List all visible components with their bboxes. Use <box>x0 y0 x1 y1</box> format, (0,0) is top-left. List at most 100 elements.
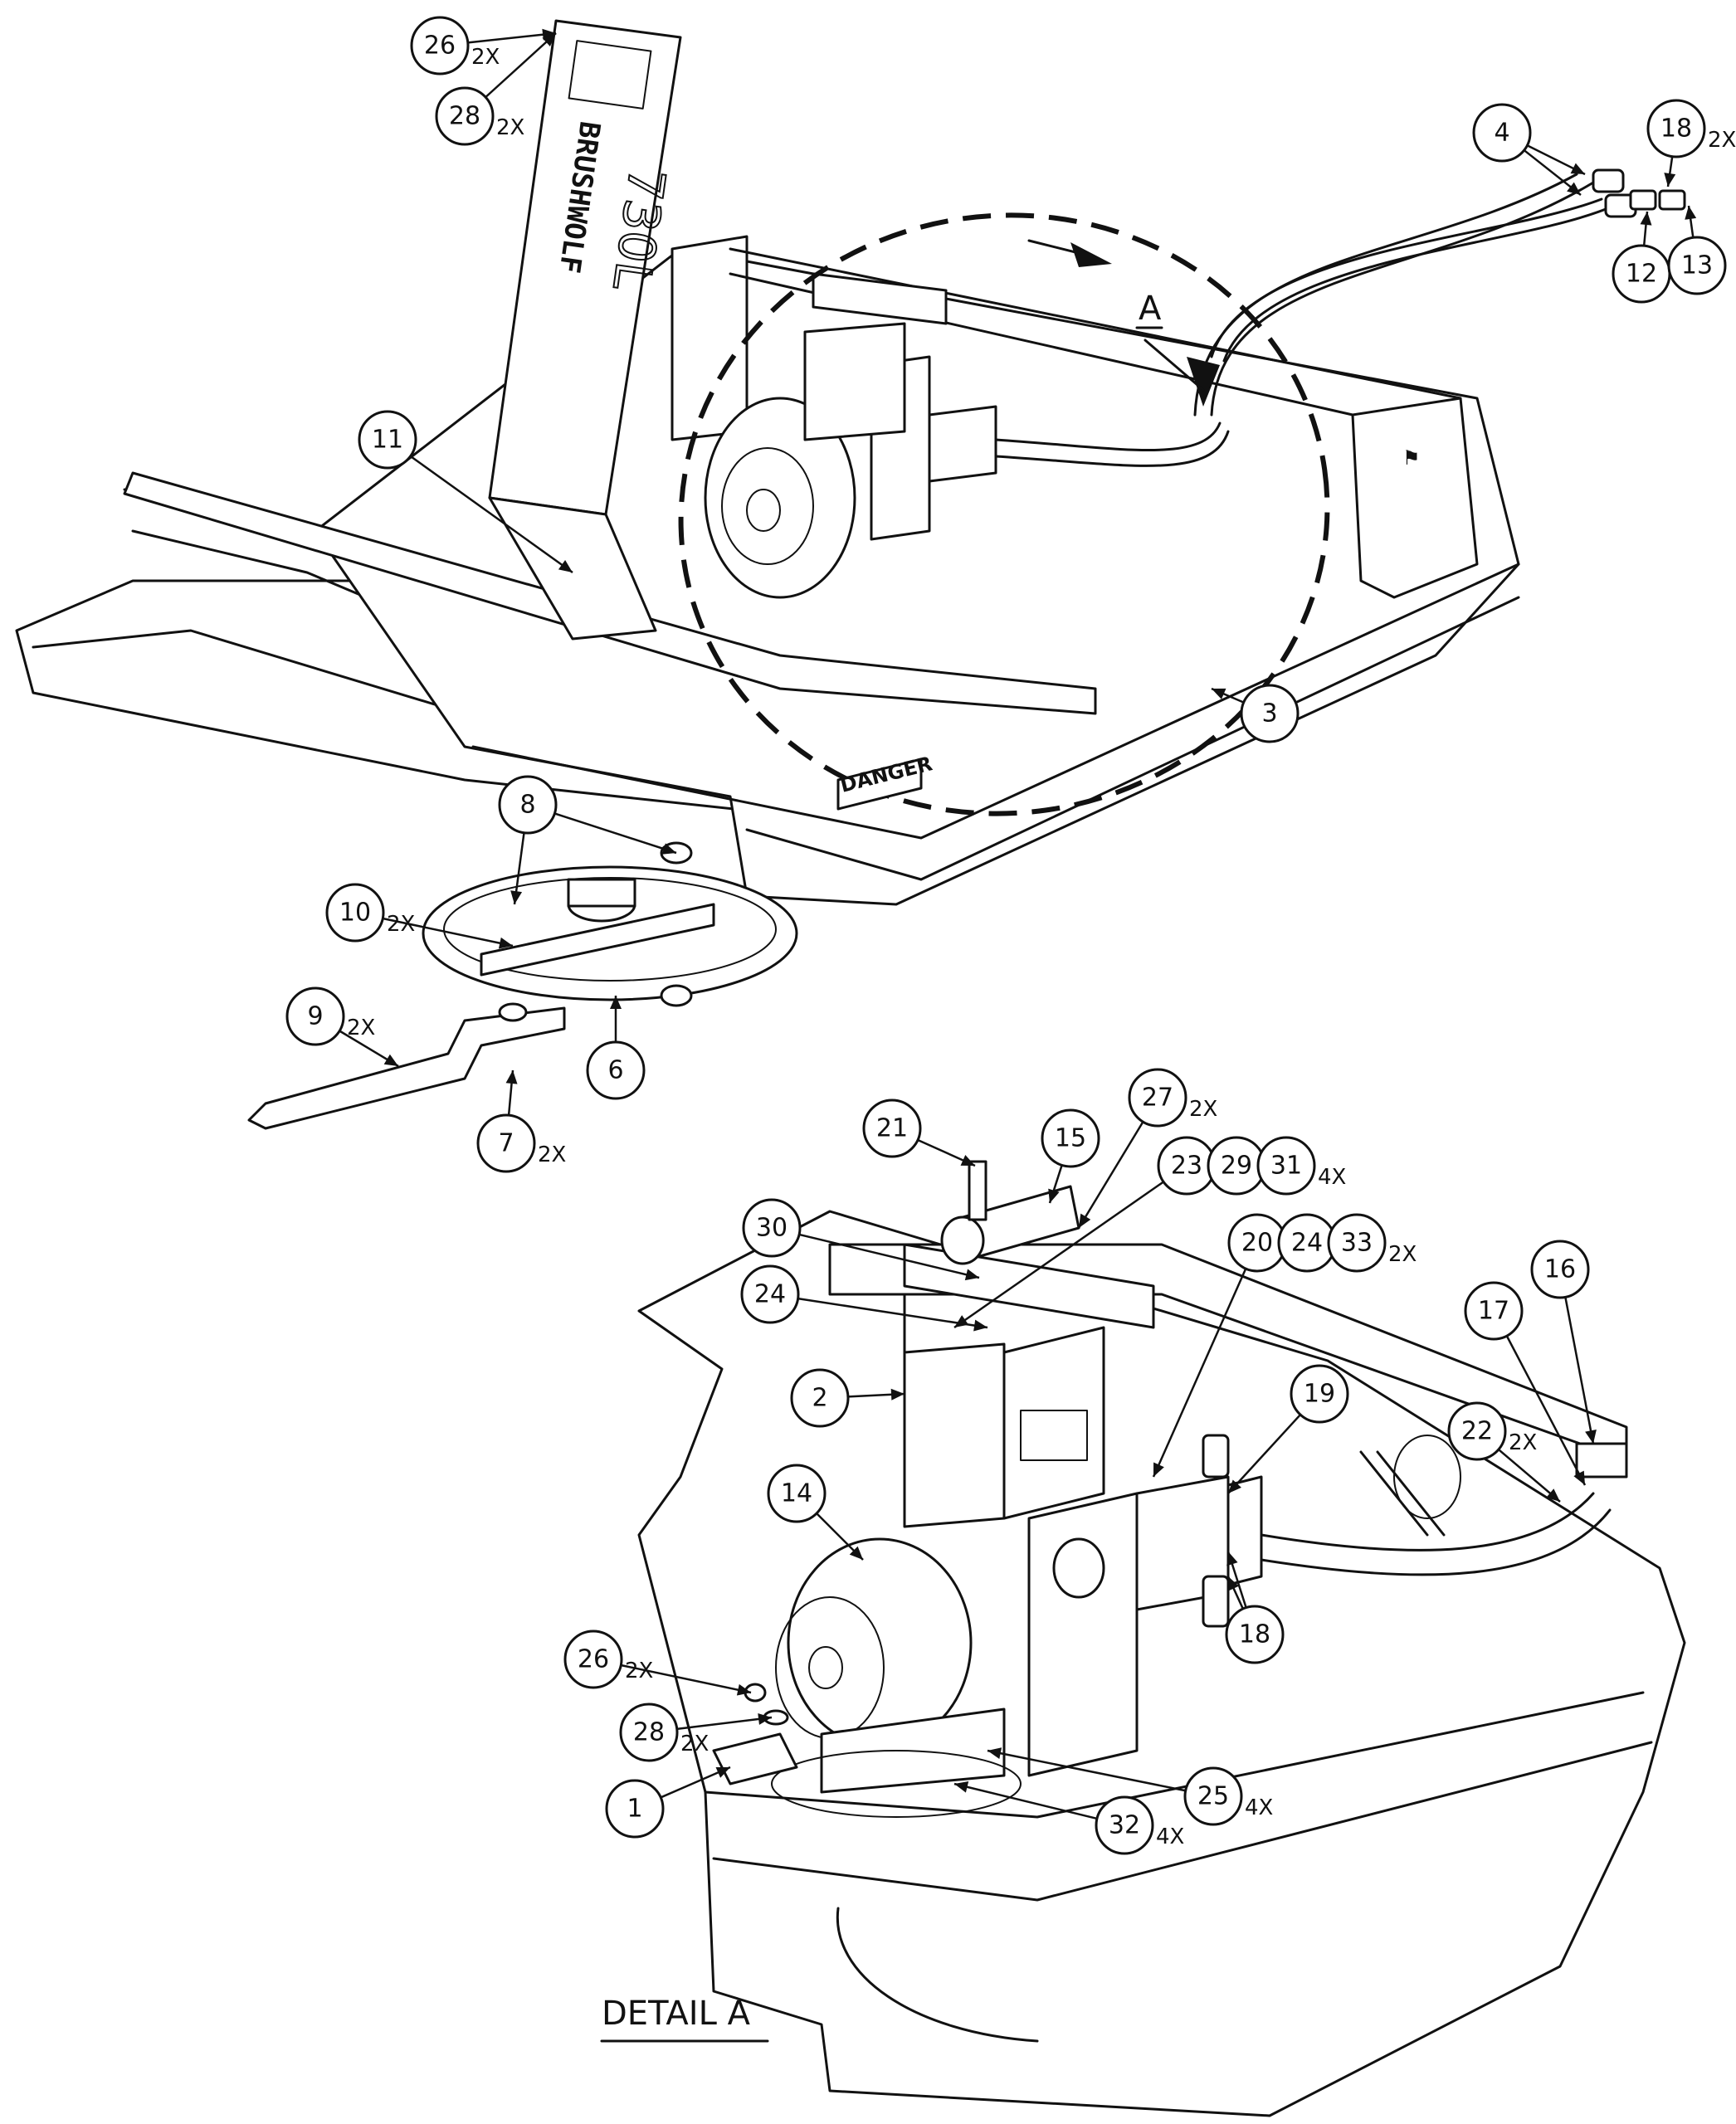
callout-bubble <box>358 410 417 470</box>
callout-quantity: 4X <box>1156 1824 1184 1849</box>
mower-deck-assembly: ⚑ BRUSHWOLF 730L A <box>15 19 1686 1130</box>
callout-c16: 16 <box>1530 1240 1597 1444</box>
leader-line <box>987 1749 1186 1792</box>
leader-line <box>676 1716 773 1731</box>
callout-quantity: 2X <box>496 115 524 140</box>
callout-quantity: 2X <box>1708 128 1736 153</box>
callout-number: 24 <box>754 1280 786 1309</box>
callout-number: 28 <box>633 1718 665 1747</box>
callout-number: 22 <box>1461 1417 1493 1446</box>
callout-bubble <box>619 1703 679 1762</box>
callout-number: 24 <box>1291 1229 1323 1258</box>
callout-number: 26 <box>424 32 456 61</box>
detail-a-title: DETAIL A <box>602 1995 751 2033</box>
leader-arrowhead-icon <box>1664 173 1676 187</box>
callout-c28a: 28 2X <box>435 32 557 146</box>
callout-c18b: 18 <box>1225 1551 1285 1664</box>
callout-quantity: 2X <box>387 912 415 937</box>
callout-number: 8 <box>519 791 535 820</box>
callout-bubble <box>1464 1281 1524 1341</box>
callout-number: 20 <box>1241 1229 1273 1258</box>
callout-bubble <box>410 16 470 76</box>
leader-arrowhead-icon <box>661 843 676 855</box>
detail-a-circle <box>678 212 1330 816</box>
leader-arrowhead-icon <box>505 1070 518 1084</box>
callout-bubble <box>1667 236 1727 295</box>
leader-arrowhead-icon <box>1226 1552 1238 1566</box>
leader-line <box>798 1233 980 1279</box>
callout-number: 29 <box>1221 1152 1252 1181</box>
callout-quantity: 4X <box>1318 1165 1346 1190</box>
callout-bubble <box>435 86 495 146</box>
callout-c22: 22 2X <box>1447 1401 1561 1503</box>
callout-number: 30 <box>756 1214 788 1243</box>
callout-number: 15 <box>1055 1124 1086 1153</box>
leader-arrowhead-icon <box>1228 1576 1240 1591</box>
leader-arrowhead-icon <box>1048 1188 1060 1203</box>
detail-a-view: DETAIL A <box>600 1160 1686 2117</box>
callout-quantity: 2X <box>1388 1242 1417 1267</box>
callout-bubble <box>1256 1136 1316 1196</box>
callout-number: 9 <box>307 1002 323 1031</box>
callout-c9: 9 2X <box>285 986 399 1068</box>
callout-quantity: 2X <box>538 1142 566 1167</box>
callout-quantity: 2X <box>347 1016 375 1040</box>
callout-number: 23 <box>1171 1152 1202 1181</box>
leader-arrowhead-icon <box>1570 163 1585 174</box>
callout-number: 4 <box>1494 119 1509 148</box>
callout-quantity: 2X <box>680 1732 709 1756</box>
callout-c21: 21 <box>862 1099 976 1167</box>
callout-number: 11 <box>372 426 403 455</box>
leader-arrowhead-icon <box>715 1766 730 1778</box>
leader-arrowhead-icon <box>736 1683 751 1696</box>
leader-arrowhead-icon <box>1567 182 1581 195</box>
leader-line <box>383 917 514 948</box>
callout-c20: 20 <box>1152 1213 1287 1478</box>
callout-bubble <box>1225 1605 1285 1664</box>
leader-arrowhead-icon <box>558 559 573 572</box>
leader-arrowhead-icon <box>383 1054 398 1066</box>
leader-arrowhead-icon <box>960 1155 975 1166</box>
leader-arrowhead-icon <box>610 996 622 1009</box>
leader-arrowhead-icon <box>1212 688 1226 699</box>
callout-c17: 17 <box>1464 1281 1587 1486</box>
leader-line <box>467 32 557 44</box>
callout-number: 28 <box>449 102 480 131</box>
leader-arrowhead-icon <box>1585 1429 1597 1444</box>
callout-bubble <box>1447 1401 1507 1461</box>
leader-arrowhead-icon <box>542 33 556 46</box>
leader-arrowhead-icon <box>1546 1488 1560 1502</box>
callout-number: 32 <box>1109 1811 1140 1840</box>
callout-quantity: 2X <box>1509 1430 1537 1455</box>
leader-arrowhead-icon <box>954 1781 969 1793</box>
leader-arrowhead-icon <box>890 1388 905 1401</box>
callout-c19: 19 <box>1227 1364 1349 1494</box>
leader-arrowhead-icon <box>1153 1462 1164 1477</box>
leader-arrowhead-icon <box>964 1269 979 1281</box>
callout-number: 16 <box>1544 1255 1576 1284</box>
callout-c30: 30 <box>742 1198 980 1281</box>
leader-line <box>1077 1121 1144 1229</box>
callout-bubble <box>476 1113 536 1173</box>
leader-line <box>1564 1297 1595 1444</box>
callout-c28b: 28 2X <box>619 1703 773 1762</box>
callout-c32: 32 4X <box>953 1781 1184 1855</box>
leader-arrowhead-icon <box>849 1546 863 1560</box>
callout-number: 19 <box>1304 1380 1335 1409</box>
leader-line <box>953 1181 1164 1329</box>
callout-number: 17 <box>1478 1297 1509 1326</box>
callout-number: 3 <box>1261 699 1277 728</box>
callout-c13: 13 <box>1667 205 1727 295</box>
callout-bubble <box>586 1040 646 1100</box>
callout-number: 27 <box>1142 1084 1173 1113</box>
callout-bubble <box>1472 103 1532 163</box>
